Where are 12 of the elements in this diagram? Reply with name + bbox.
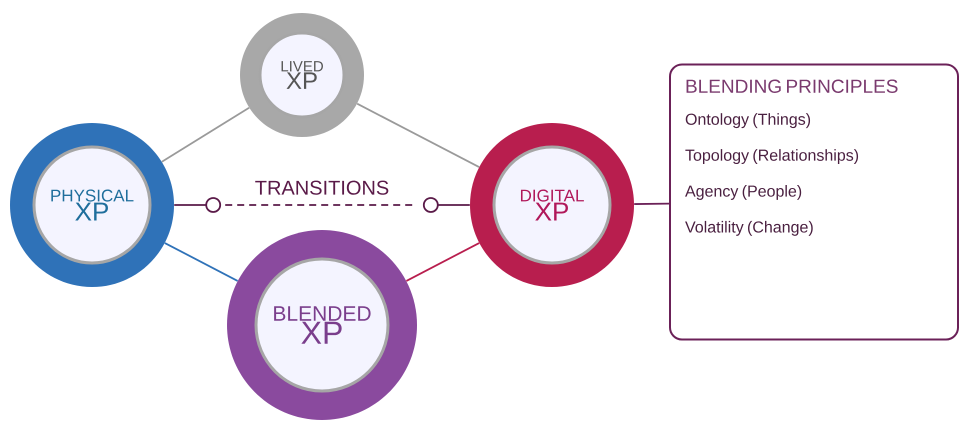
connector-line — [164, 242, 238, 282]
principles-box: BLENDING PRINCIPLES Ontology (Things) Topology (Relationships) Agency (People) Volatility (Change) — [669, 64, 959, 340]
edge-label: TRANSITIONS — [252, 178, 392, 197]
connector-line — [634, 202, 670, 205]
connector-line — [356, 102, 480, 168]
circle-node: LIVED XP — [240, 13, 364, 137]
circle-node: BLENDED XP — [227, 230, 417, 420]
circle-node: DIGITAL XP — [470, 123, 634, 287]
connector-line — [406, 242, 480, 282]
connector-line — [161, 106, 250, 162]
circle-node: PHYSICAL XP — [10, 123, 174, 287]
transition-connector — [174, 204, 470, 206]
